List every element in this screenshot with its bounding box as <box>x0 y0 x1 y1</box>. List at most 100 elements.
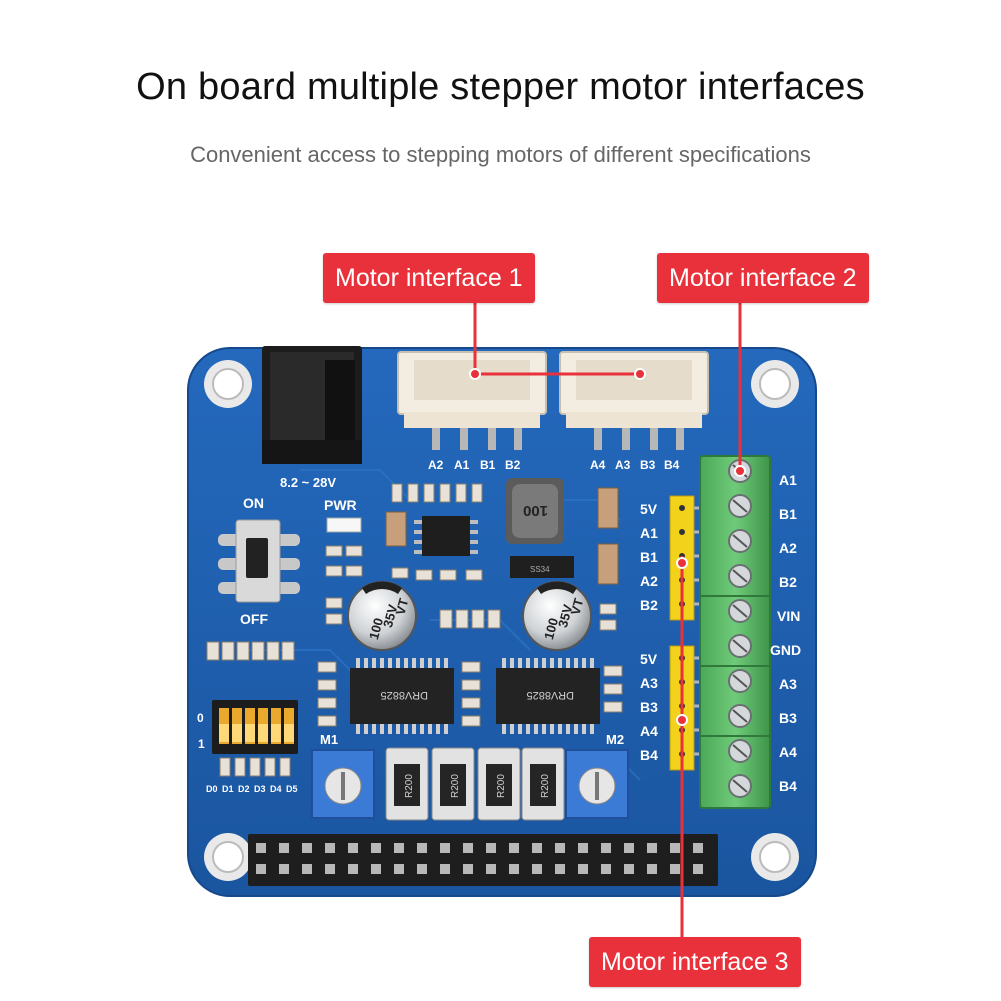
gpio-pin <box>256 864 266 874</box>
svg-text:A3: A3 <box>640 675 658 691</box>
gpio-pin <box>670 864 680 874</box>
dip-state-0: 0 <box>197 711 204 725</box>
gpio-pin <box>509 864 519 874</box>
gpio-pin <box>486 864 496 874</box>
voltage-label: 8.2 ~ 28V <box>280 475 336 490</box>
svg-text:B4: B4 <box>664 458 680 472</box>
gpio-pin <box>371 864 381 874</box>
switch-on-label: ON <box>243 495 264 511</box>
svg-text:A2: A2 <box>428 458 444 472</box>
sense-resistors <box>385 747 565 821</box>
svg-text:5V: 5V <box>640 651 658 667</box>
gpio-pin <box>601 864 611 874</box>
gpio-pin <box>624 843 634 853</box>
resistor-label-4: R200 <box>540 774 551 798</box>
callout-motor-interface-2: Motor interface 2 <box>657 253 869 303</box>
diode-label: SS34 <box>530 565 550 574</box>
driver2-label: DRV8825 <box>527 689 575 701</box>
page-subtitle: Convenient access to stepping motors of … <box>190 142 811 167</box>
svg-text:B2: B2 <box>640 597 658 613</box>
svg-text:D2: D2 <box>238 784 250 794</box>
gpio-pin <box>440 843 450 853</box>
potentiometer-m1 <box>311 749 375 819</box>
capacitor-2 <box>522 581 592 651</box>
svg-text:D0: D0 <box>206 784 218 794</box>
cap2-label-35v: 35V <box>555 603 576 630</box>
terminal-labels: A1 B1 A2 B2 VIN GND A3 B3 A4 B4 <box>770 472 801 794</box>
svg-text:A2: A2 <box>779 540 797 556</box>
svg-text:A4: A4 <box>590 458 606 472</box>
callout-motor-interface-1: Motor interface 1 <box>323 253 535 303</box>
driver-chip-1 <box>350 658 454 734</box>
gpio-pin <box>325 843 335 853</box>
dip-state-1: 1 <box>198 737 205 751</box>
svg-text:A2: A2 <box>640 573 658 589</box>
gpio-pin <box>693 864 703 874</box>
gpio-pin <box>417 864 427 874</box>
gpio-pin <box>279 864 289 874</box>
gpio-pin <box>302 843 312 853</box>
gpio-pin <box>417 843 427 853</box>
gpio-pin <box>578 843 588 853</box>
gpio-pin <box>555 843 565 853</box>
svg-text:A1: A1 <box>779 472 797 488</box>
gpio-pin <box>463 843 473 853</box>
resistor-label-1: R200 <box>404 774 415 798</box>
svg-text:D5: D5 <box>286 784 298 794</box>
gpio-pin <box>371 843 381 853</box>
cap1-label-100: 100 <box>366 616 386 641</box>
svg-text:A1: A1 <box>640 525 658 541</box>
gpio-pin <box>647 843 657 853</box>
svg-text:5V: 5V <box>640 501 658 517</box>
gpio-pin <box>440 864 450 874</box>
svg-text:B1: B1 <box>779 506 797 522</box>
svg-text:D1: D1 <box>222 784 234 794</box>
motor-connector-2 <box>559 351 709 450</box>
header-top-labels: 5V A1 B1 A2 B2 <box>640 501 658 613</box>
svg-text:A4: A4 <box>779 744 797 760</box>
dc-power-jack <box>262 346 362 464</box>
gpio-pin <box>624 864 634 874</box>
inductor <box>506 478 564 544</box>
connector2-pin-labels: A4 A3 B3 B4 <box>590 458 680 472</box>
gpio-pin <box>486 843 496 853</box>
gpio-pin <box>256 843 266 853</box>
gpio-pin <box>532 864 542 874</box>
svg-text:B3: B3 <box>779 710 797 726</box>
svg-text:A4: A4 <box>640 723 658 739</box>
cap2-label-100: 100 <box>541 616 561 641</box>
cap1-label-35v: 35V <box>380 603 401 630</box>
mounting-holes <box>204 360 799 881</box>
driver-chip-2 <box>496 658 600 734</box>
svg-text:A1: A1 <box>454 458 470 472</box>
gpio-pin <box>394 843 404 853</box>
driver1-label: DRV8825 <box>381 689 429 701</box>
inductor-label: 100 <box>523 502 548 519</box>
gpio-pin <box>693 843 703 853</box>
gpio-pin <box>555 864 565 874</box>
callout-leaders <box>473 302 742 940</box>
cap2-label-vt: VT <box>568 597 587 617</box>
gpio-pin <box>463 864 473 874</box>
svg-text:B4: B4 <box>640 747 658 763</box>
resistor-label-2: R200 <box>450 774 461 798</box>
pwr-led <box>326 517 362 533</box>
gpio-pin <box>348 864 358 874</box>
pwr-label: PWR <box>324 497 357 513</box>
small-ic <box>414 516 478 556</box>
svg-text:GND: GND <box>770 642 801 658</box>
header-bottom-labels: 5V A3 B3 A4 B4 <box>640 651 658 763</box>
dip-labels: D0 D1 D2 D3 D4 D5 <box>206 784 298 794</box>
callout-motor-interface-3: Motor interface 3 <box>589 937 801 987</box>
page-title: On board multiple stepper motor interfac… <box>136 66 865 108</box>
gpio-pin <box>394 864 404 874</box>
svg-text:A3: A3 <box>779 676 797 692</box>
svg-text:B4: B4 <box>779 778 797 794</box>
svg-text:B1: B1 <box>640 549 658 565</box>
switch-off-label: OFF <box>240 611 268 627</box>
dip-switch <box>212 700 298 754</box>
gpio-header <box>248 834 718 886</box>
m2-label: M2 <box>606 732 624 747</box>
svg-text:VIN: VIN <box>777 608 800 624</box>
